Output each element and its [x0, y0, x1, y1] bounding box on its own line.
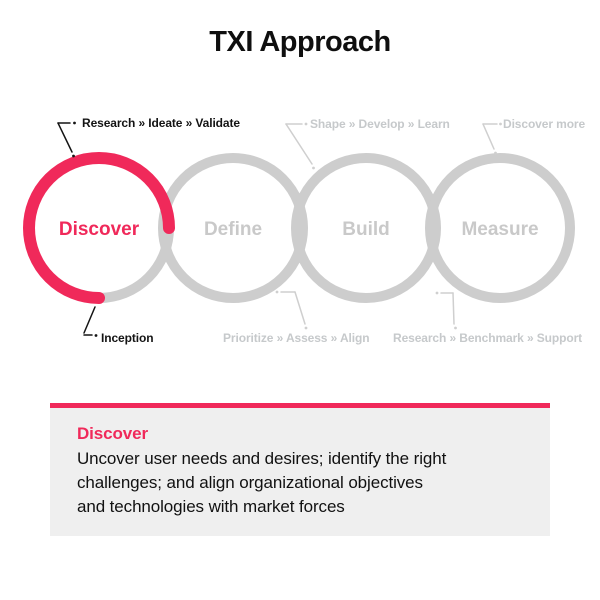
- build-ring: [291, 153, 441, 303]
- detail-card-heading: Discover: [77, 424, 149, 443]
- measure-label: Measure: [461, 219, 538, 240]
- stage-circle-build[interactable]: Build: [291, 153, 441, 303]
- process-diagram: Define Build Measure Discover: [0, 100, 600, 360]
- callout-line-top-right: [482, 122, 502, 155]
- callout-line-bottom-middle: [275, 290, 308, 330]
- callout-label-shape-develop-learn: Shape » Develop » Learn: [310, 117, 450, 131]
- discover-label: Discover: [59, 219, 140, 240]
- callout-line-top-left: [57, 121, 76, 158]
- callout-label-inception: Inception: [101, 331, 154, 345]
- callout-label-research-benchmark-support: Research » Benchmark » Support: [393, 331, 583, 345]
- callout-label-discover-more[interactable]: Discover more: [503, 117, 586, 131]
- callout-label-research-ideate-validate: Research » Ideate » Validate: [82, 116, 240, 130]
- process-diagram-canvas: Define Build Measure Discover: [23, 121, 575, 337]
- callout-line-top-middle: [285, 122, 315, 170]
- callout-line-bottom-left: [83, 306, 98, 337]
- page-title: TXI Approach: [209, 26, 391, 58]
- measure-ring: [425, 153, 575, 303]
- stage-circle-define[interactable]: Define: [158, 153, 308, 303]
- stage-circle-discover[interactable]: Discover: [23, 152, 175, 304]
- callout-label-prioritize-assess-align: Prioritize » Assess » Align: [223, 331, 370, 345]
- callout-line-bottom-right: [435, 291, 457, 330]
- define-label: Define: [204, 219, 262, 240]
- stage-circle-measure[interactable]: Measure: [425, 153, 575, 303]
- detail-card-body: Uncover user needs and desires; identify…: [77, 449, 447, 516]
- stage-detail-card: Discover Uncover user needs and desires;…: [50, 403, 550, 536]
- discover-progress-arc: [23, 152, 175, 304]
- build-label: Build: [342, 219, 390, 240]
